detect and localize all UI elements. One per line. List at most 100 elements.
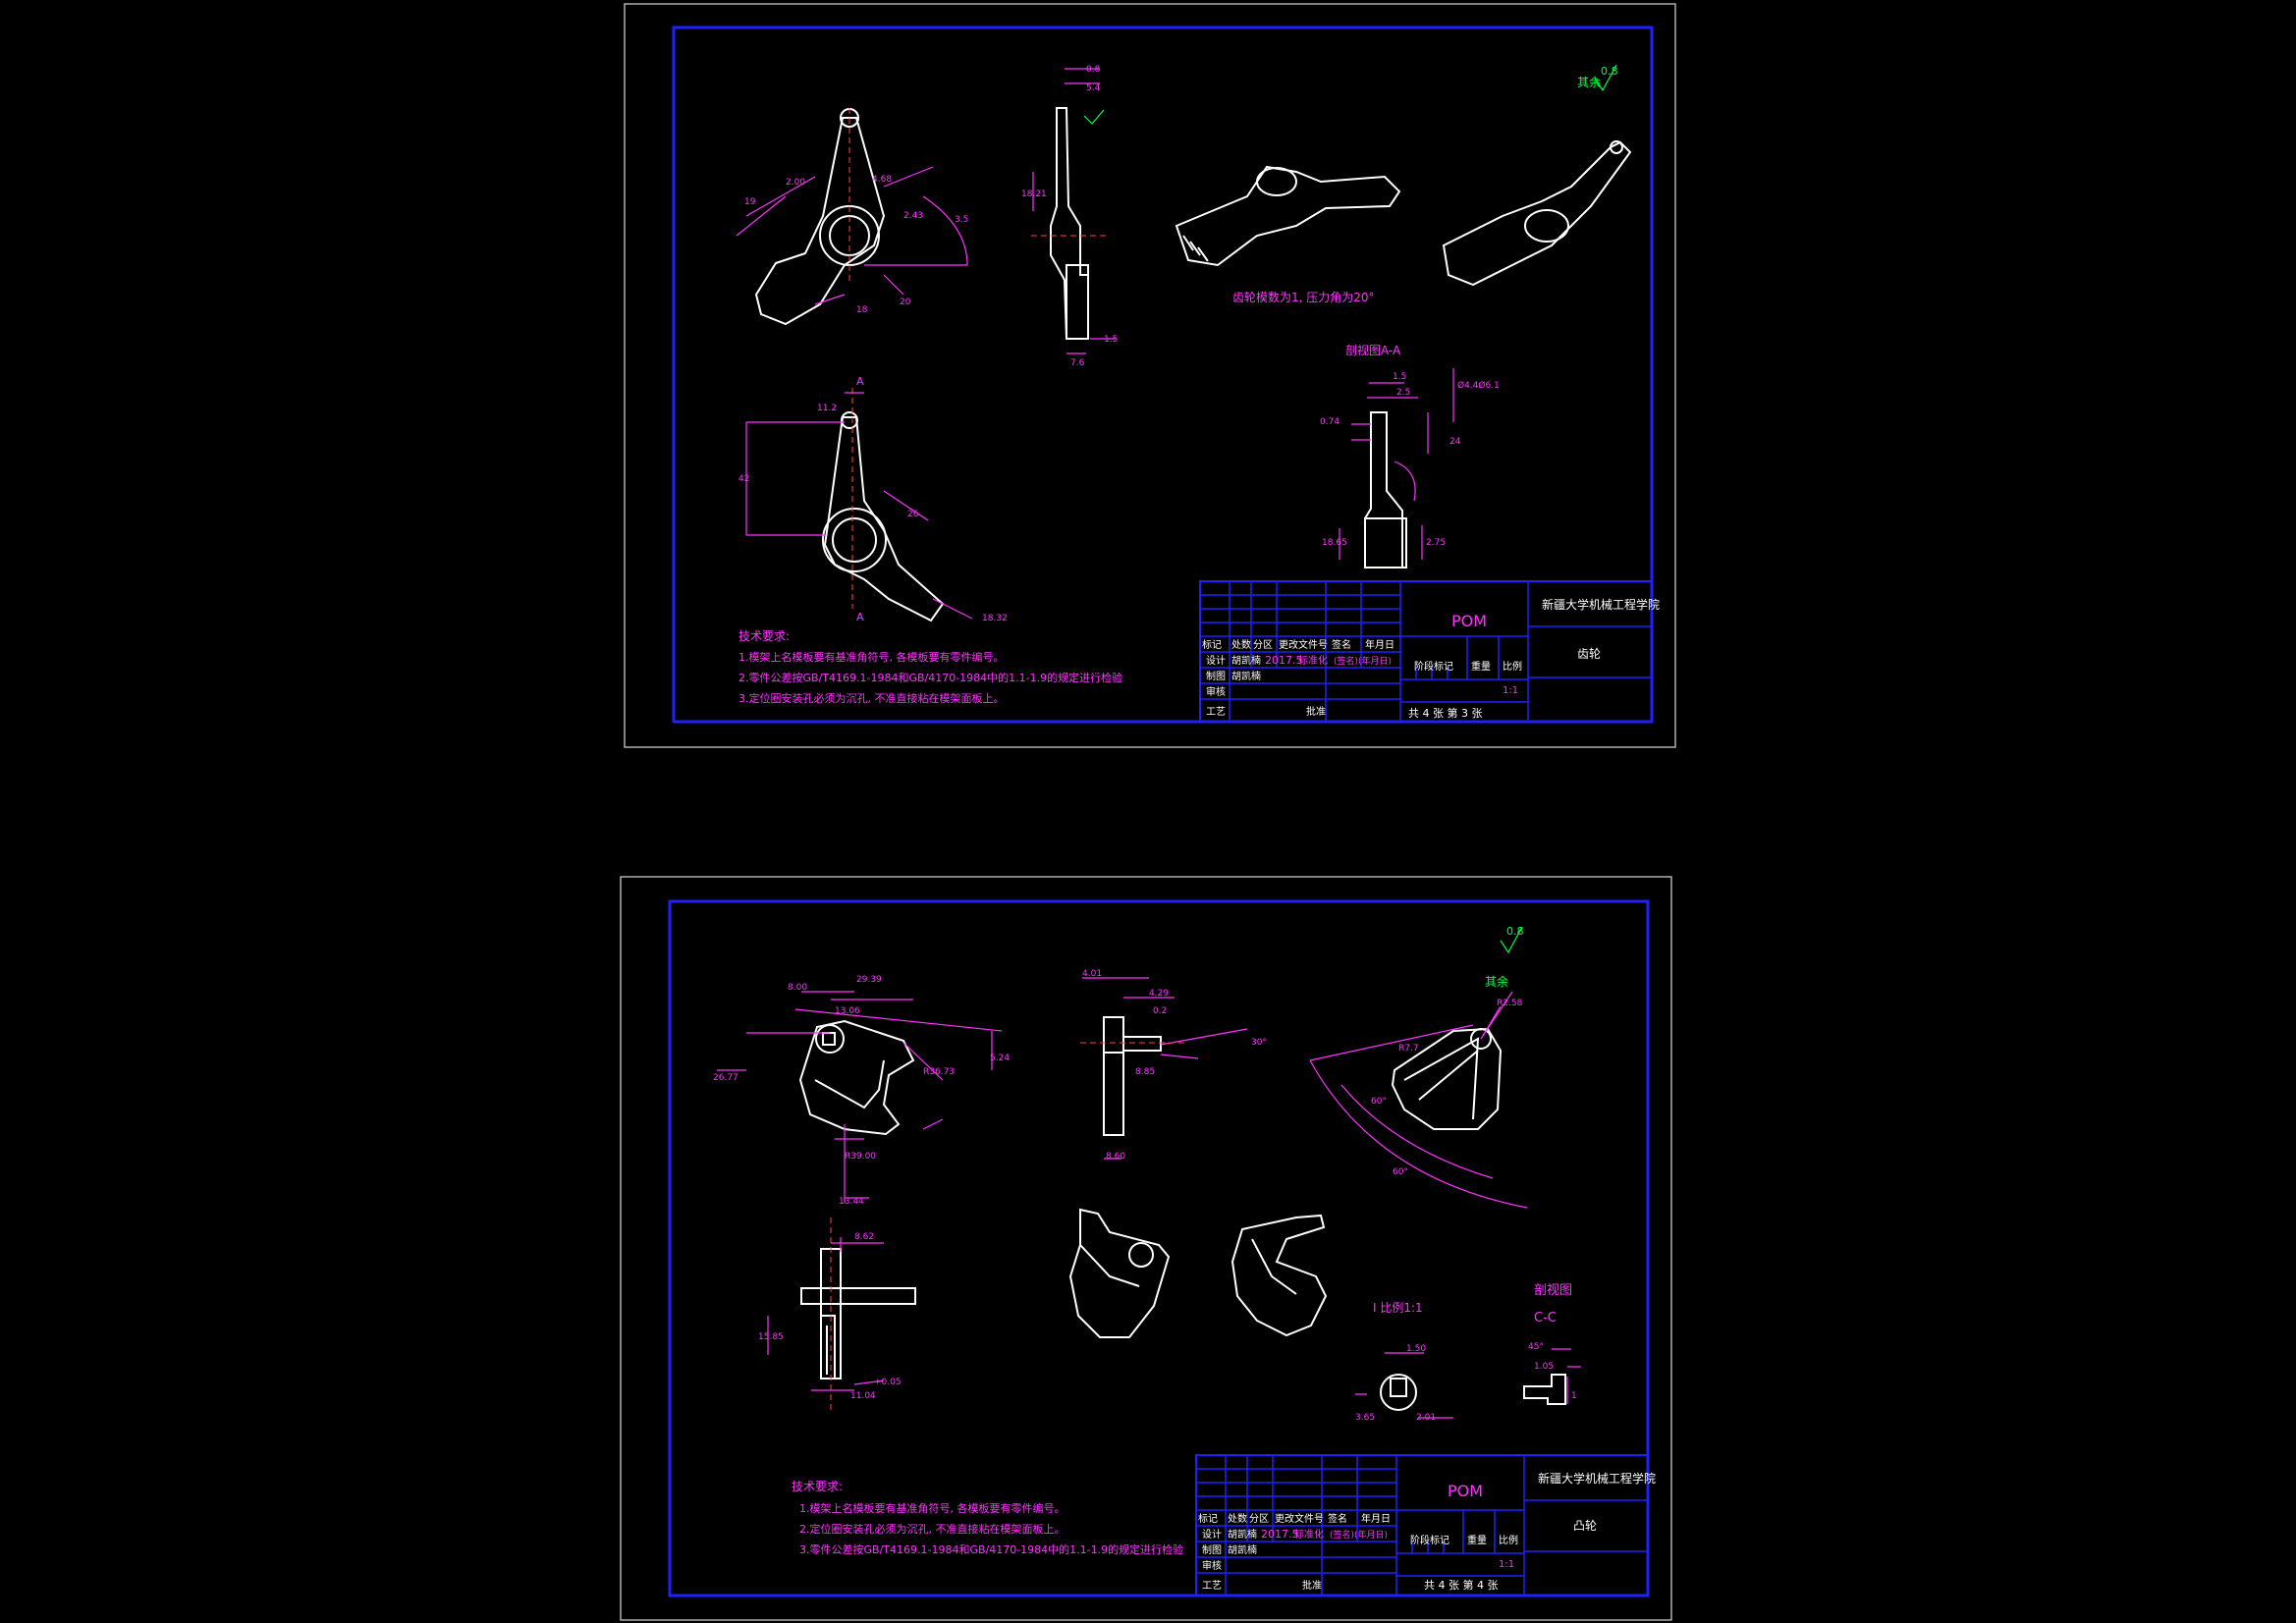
sheet-2-roughness-mark: 其余 0.8 xyxy=(1485,925,1524,989)
section-a-a-view: 剖视图A-A xyxy=(1339,343,1454,568)
tech-item: 2.零件公差按GB/T4169.1-1984和GB/4170-1984中的1.1… xyxy=(738,671,1122,684)
dim-label: 2.43 xyxy=(903,211,923,221)
tech-item: 2.定位圈安装孔必须为沉孔, 不准直接粘在模架面板上。 xyxy=(799,1522,1066,1536)
title-block-scale-label: 比例 xyxy=(1499,1534,1518,1546)
tb-process: 工艺 xyxy=(1202,1580,1222,1592)
dim-label: 1 xyxy=(1571,1391,1577,1401)
detail-i-view: I 比例1:1 xyxy=(1355,1301,1453,1419)
tb-date: 2017.5 xyxy=(1265,654,1303,667)
tb-row-label: 签名 xyxy=(1328,1512,1347,1525)
dim-label: 1.5 xyxy=(1104,335,1118,345)
tb-drafter: 胡凯楠 xyxy=(1231,670,1261,682)
sheet-1: 其余 0.8 xyxy=(624,3,1676,748)
dim-label: 30° xyxy=(1251,1038,1267,1048)
dim-label: Ø4.4Ø6.1 xyxy=(1457,380,1500,391)
title-block-stage-mark: 阶段标记 xyxy=(1410,1534,1449,1546)
cam-sector-view xyxy=(1309,991,1528,1209)
dim-label: 0.8 xyxy=(1086,65,1101,75)
tech-item: 1.模架上名模板要有基准角符号, 各模板要有零件编号。 xyxy=(738,650,1005,664)
dim-label: 4.68 xyxy=(872,175,892,185)
sheet-2-title-block: POM 新疆大学机械工程学院 凸轮 1:1 共 4 张 第 4 张 阶段标记 重… xyxy=(1195,1454,1656,1596)
dim-label: 8.60 xyxy=(1106,1152,1125,1162)
dim-label: 15.85 xyxy=(758,1332,784,1342)
tb-row-label: 年月日 xyxy=(1365,638,1394,651)
tb-row-label: 签名 xyxy=(1332,638,1351,651)
dim-label: 8.85 xyxy=(1135,1067,1155,1077)
tb-date: 2017.5 xyxy=(1261,1528,1299,1541)
dim-label: 4.29 xyxy=(1149,989,1169,999)
sheet-1-inner-frame xyxy=(672,26,1654,724)
dim-label: 8.62 xyxy=(854,1232,874,1242)
tb-standardize: 标准化 xyxy=(1298,654,1328,667)
dim-label: 8.00 xyxy=(788,983,807,993)
dim-label: 5.4 xyxy=(1086,83,1101,93)
title-block-stage-mark: 阶段标记 xyxy=(1414,660,1453,673)
gear-spec-note: 齿轮模数为1, 压力角为20° xyxy=(1232,290,1375,304)
section-c-c-code: C-C xyxy=(1534,1311,1557,1325)
tech-title: 技术要求: xyxy=(792,1480,843,1493)
sheet-2-outer-frame xyxy=(620,876,1672,1621)
roughness-icon xyxy=(1500,926,1523,954)
title-block-school: 新疆大学机械工程学院 xyxy=(1542,597,1660,612)
dim-label: R39.00 xyxy=(845,1152,876,1162)
dim-label: R2.58 xyxy=(1497,999,1523,1008)
dim-label: 0.2 xyxy=(1153,1006,1167,1016)
tb-design: 设计 xyxy=(1202,1528,1222,1541)
rocker-arm-side-view xyxy=(1031,68,1116,354)
tb-standardize: 标准化 xyxy=(1294,1528,1324,1541)
dim-label: 19 xyxy=(744,197,756,207)
cam-front-view xyxy=(717,991,1003,1203)
sheet-1-title-block: POM 新疆大学机械工程学院 齿轮 1:1 共 4 张 第 3 张 阶段标记 重… xyxy=(1199,580,1660,723)
title-block-school: 新疆大学机械工程学院 xyxy=(1538,1471,1656,1486)
sheet-2-tech-requirements: 技术要求: 1.模架上名模板要有基准角符号, 各模板要有零件编号。 2.定位圈安… xyxy=(792,1480,1183,1556)
title-block-material: POM xyxy=(1451,612,1487,630)
sheet-1-tech-requirements: 技术要求: 1.模架上名模板要有基准角符号, 各模板要有零件编号。 2.零件公差… xyxy=(738,629,1122,705)
tb-drafting: 制图 xyxy=(1202,1543,1222,1556)
title-block-sheets: 共 4 张 第 3 张 xyxy=(1408,706,1482,720)
detail-i-label: I 比例1:1 xyxy=(1373,1301,1423,1315)
dim-label: 29.39 xyxy=(856,975,882,985)
dim-label: 18.65 xyxy=(1322,538,1347,548)
dim-label: 7.6 xyxy=(1070,358,1085,368)
tb-row-label: 分区 xyxy=(1253,639,1273,651)
tb-row-label: 处数 xyxy=(1228,1512,1247,1525)
tb-row-label: 更改文件号 xyxy=(1279,638,1328,651)
tech-item: 3.零件公差按GB/T4169.1-1984和GB/4170-1984中的1.1… xyxy=(799,1542,1183,1556)
title-block-part-name: 齿轮 xyxy=(1577,647,1601,661)
title-block-weight: 重量 xyxy=(1471,660,1491,673)
tb-sign-date: (签名)(年月日) xyxy=(1330,1529,1388,1541)
rocker-arm-isometric-2 xyxy=(1442,140,1632,287)
dim-label: 45° xyxy=(1528,1342,1544,1352)
tb-row-label: 更改文件号 xyxy=(1275,1512,1324,1525)
title-block-material: POM xyxy=(1448,1482,1483,1500)
dim-label: 11.2 xyxy=(817,404,837,413)
tb-row-label: 分区 xyxy=(1249,1513,1269,1525)
tb-design: 设计 xyxy=(1206,654,1226,667)
dim-label: 20 xyxy=(900,298,911,307)
tb-drafting: 制图 xyxy=(1206,670,1226,682)
roughness-value: 0.8 xyxy=(1506,925,1524,938)
cam-shaft-view xyxy=(767,1217,916,1414)
dim-label: 60° xyxy=(1371,1097,1387,1107)
dim-label: R36.73 xyxy=(923,1067,955,1077)
title-block-part-name: 凸轮 xyxy=(1573,1519,1597,1533)
dim-label: 24 xyxy=(1449,437,1461,447)
rocker-arm-top-view: A A xyxy=(745,375,973,623)
tb-designer: 胡凯楠 xyxy=(1231,654,1261,667)
title-block-sheets: 共 4 张 第 4 张 xyxy=(1424,1578,1498,1592)
dim-label: 60° xyxy=(1393,1167,1408,1177)
dim-label: 26.77 xyxy=(713,1073,738,1083)
dim-label: 3.65 xyxy=(1355,1413,1375,1423)
dim-label: 13.44 xyxy=(839,1197,864,1207)
section-c-c-label: 剖视图 xyxy=(1534,1283,1572,1298)
title-block-scale-label: 比例 xyxy=(1503,660,1522,673)
tb-review: 审核 xyxy=(1202,1559,1222,1572)
tb-designer: 胡凯楠 xyxy=(1228,1528,1257,1541)
dim-label: 0.74 xyxy=(1320,417,1339,427)
dim-label: 1.50 xyxy=(1406,1344,1426,1354)
sheet-2: 其余 0.8 xyxy=(620,876,1672,1621)
dim-label: 18.21 xyxy=(1021,189,1047,199)
dim-label: 2.75 xyxy=(1426,538,1446,548)
sheet-1-outer-frame xyxy=(624,3,1676,748)
